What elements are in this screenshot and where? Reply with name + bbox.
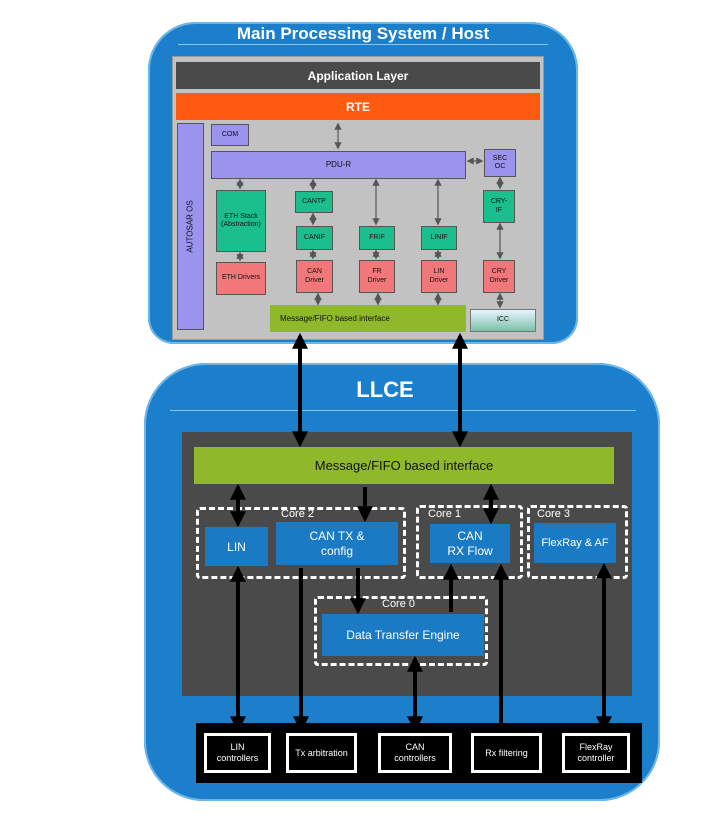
icc-box: ICC bbox=[470, 309, 536, 332]
host-title: Main Processing System / Host bbox=[236, 24, 490, 43]
llce-fifo-interface: Message/FIFO based interface bbox=[194, 447, 614, 484]
cantp-box: CANTP bbox=[295, 191, 333, 213]
cry-driver-box: CRY Driver bbox=[483, 260, 515, 293]
core3-region bbox=[527, 505, 628, 579]
core3-label: Core 3 bbox=[537, 508, 571, 520]
host-fifo-label: Message/FIFO based interface bbox=[280, 314, 390, 323]
llce-title: LLCE bbox=[356, 377, 414, 402]
core0-label: Core 0 bbox=[382, 598, 416, 610]
autosar-os: AUTOSAR OS bbox=[177, 123, 204, 330]
core2-label: Core 2 bbox=[281, 508, 315, 520]
eth-stack-box: ETH Stack (Abstraction) bbox=[216, 190, 266, 252]
rx-filtering-box: Rx filtering bbox=[471, 733, 542, 773]
linif-box: LINIF bbox=[421, 226, 457, 250]
rte-bar: RTE bbox=[176, 93, 540, 120]
eth-drivers-box: ETH Drivers bbox=[216, 262, 266, 295]
lin-core-box: LIN bbox=[205, 527, 268, 566]
cryif-box: CRY- IF bbox=[483, 190, 515, 223]
core1-label: Core 1 bbox=[428, 508, 462, 520]
host-fifo-interface: Message/FIFO based interface bbox=[270, 305, 466, 332]
can-controllers-box: CAN controllers bbox=[378, 733, 452, 773]
llce-title-underline bbox=[170, 410, 636, 411]
can-tx-config-box: CAN TX & config bbox=[276, 522, 398, 565]
flexray-af-box: FlexRay & AF bbox=[534, 523, 616, 563]
lin-controllers-box: LIN controllers bbox=[204, 733, 271, 773]
tx-arbitration-box: Tx arbitration bbox=[286, 733, 357, 773]
can-rx-flow-box: CAN RX Flow bbox=[430, 524, 510, 563]
core0-region bbox=[314, 596, 488, 666]
host-title-underline bbox=[178, 44, 548, 45]
com-box: COM bbox=[211, 124, 249, 146]
canif-box: CANIF bbox=[296, 226, 333, 250]
lin-driver-box: LIN Driver bbox=[421, 260, 457, 293]
fr-driver-box: FR Driver bbox=[359, 260, 395, 293]
secoc-box: SEC OC bbox=[484, 149, 516, 177]
application-layer: Application Layer bbox=[176, 62, 540, 89]
frif-box: FRIF bbox=[359, 226, 395, 250]
data-transfer-engine-box: Data Transfer Engine bbox=[322, 614, 484, 656]
core1-region bbox=[416, 505, 523, 579]
can-driver-box: CAN Driver bbox=[296, 260, 333, 293]
flexray-controller-box: FlexRay controller bbox=[562, 733, 630, 773]
pdur-box: PDU-R bbox=[211, 151, 466, 179]
